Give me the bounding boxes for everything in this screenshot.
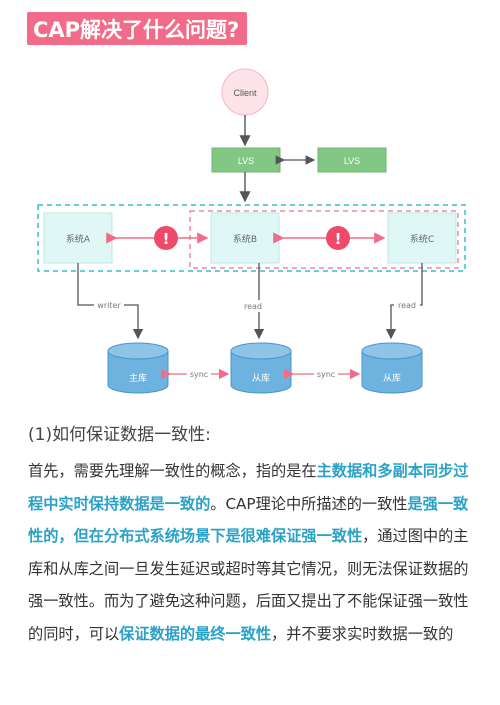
db-slave-1-label: 从库	[252, 372, 270, 384]
cluster-outer-dashed	[37, 204, 466, 272]
cap-architecture-diagram: Client LVS LVS 系统A 系统B 系统C ! ! writer re…	[37, 68, 466, 394]
paragraph-highlight: 保证数据的最终一致性	[119, 624, 271, 643]
sync-label-1: sync	[190, 370, 208, 379]
db-slave-2-cylinder	[361, 342, 423, 394]
paragraph-text: ，通过图中的主库和从库之间一旦发生延迟或超时等其它情况，则无法保证数据的强一致性…	[28, 527, 469, 643]
system-a-label: 系统A	[66, 233, 91, 245]
system-b-box	[210, 212, 280, 264]
db-main-cylinder	[107, 342, 169, 394]
read-label-c: read	[398, 301, 416, 310]
writer-label: writer	[97, 301, 121, 310]
paragraph-text: ，并不要求实时数据一致的	[271, 624, 454, 643]
sync-label-2: sync	[317, 370, 335, 379]
alert-symbol: !	[163, 230, 170, 248]
lvs-left-label: LVS	[238, 156, 254, 166]
paragraph-highlight: 是强一致性的，但在分布式系统场景下是很难保证强一致性	[28, 494, 469, 546]
alert-symbol: !	[335, 230, 342, 248]
db-main-label: 主库	[129, 372, 147, 384]
lvs-right-label: LVS	[344, 156, 360, 166]
body-paragraph: 首先，需要先理解一致性的概念，指的是在主数据和多副本同步过程中实时保持数据是一致…	[28, 455, 473, 650]
lvs-left-box	[211, 147, 281, 173]
alert-icon	[326, 226, 350, 250]
db-slave-2-label: 从库	[383, 372, 401, 384]
client-label: Client	[233, 88, 257, 98]
page-title-text: CAP解决了什么问题?	[33, 17, 240, 42]
paragraph-text: 首先，需要先理解一致性的概念，指的是在	[28, 462, 317, 480]
system-c-label: 系统C	[410, 233, 434, 245]
lvs-right-box	[317, 147, 387, 173]
system-b-label: 系统B	[233, 233, 257, 245]
read-label-b: read	[244, 302, 262, 311]
db-slave-1-cylinder	[230, 342, 292, 394]
paragraph-text: 。CAP理论中所描述的一致性	[210, 494, 408, 513]
page-title: CAP解决了什么问题?	[27, 12, 248, 45]
alert-icon	[154, 226, 178, 250]
paragraph-highlight: 主数据和多副本同步过程中实时保持数据是一致的	[28, 462, 469, 513]
section-subheading: (1)如何保证数据一致性:	[28, 425, 211, 445]
